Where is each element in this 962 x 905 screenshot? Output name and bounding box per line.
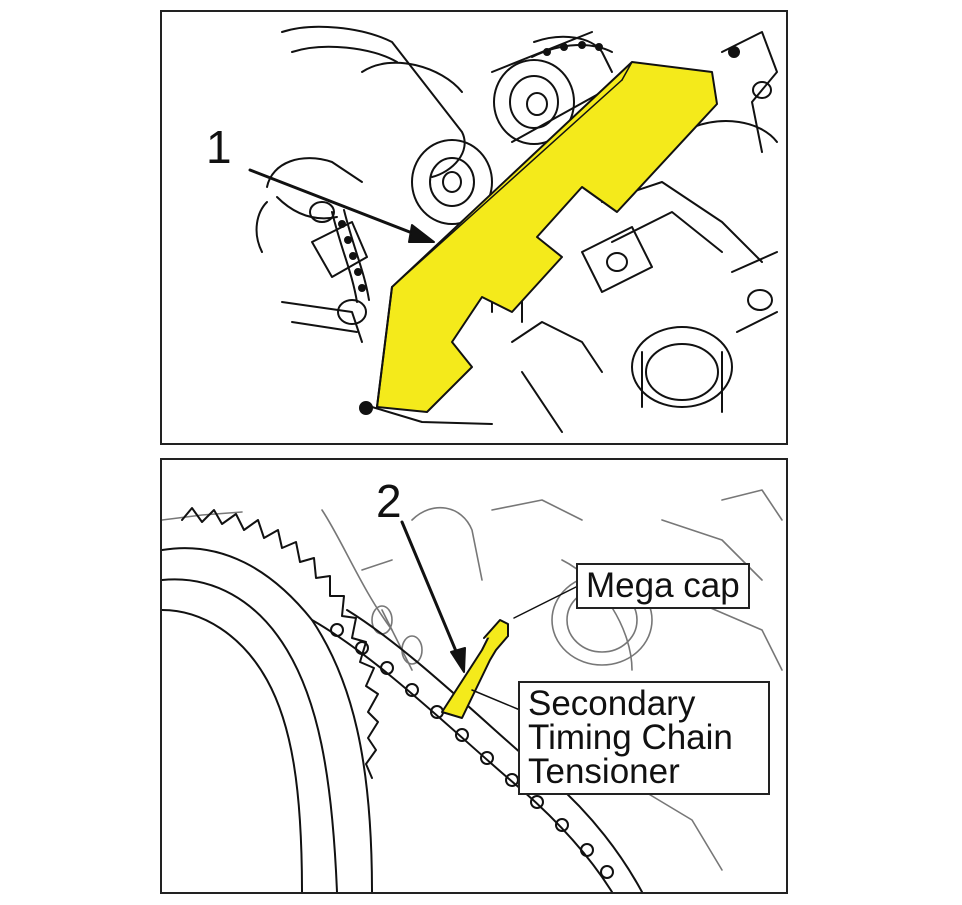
- sprocket-gear: [162, 507, 379, 892]
- tensioner-leader: [471, 689, 521, 711]
- callout-2-arrow: [400, 520, 466, 673]
- camshaft-line-art: [248, 25, 778, 433]
- timing-chain-top: [331, 41, 613, 303]
- mega-cap-leader: [513, 585, 579, 619]
- engine-line-art: [255, 25, 778, 433]
- secondary-timing-chain-tensioner-label: Secondary Timing Chain Tensioner: [518, 681, 770, 795]
- tensioner-label-line-1: Secondary: [528, 684, 696, 723]
- tensioner-pin: [441, 619, 509, 719]
- callout-1-arrow: [248, 168, 435, 243]
- top-illustration-panel: 1: [160, 10, 788, 445]
- mega-cap-label: Mega cap: [576, 563, 750, 609]
- camshaft-holder-tool: [376, 61, 718, 413]
- tensioner-line-art: [162, 489, 783, 892]
- callout-number-1: 1: [206, 121, 232, 173]
- callout-number-2: 2: [376, 475, 402, 527]
- tensioner-label-line-3: Tensioner: [528, 752, 680, 791]
- tensioner-label-line-2: Timing Chain: [528, 718, 733, 757]
- bottom-illustration-panel: 2 Mega cap Secondary Timing Chain Tensio…: [160, 458, 788, 894]
